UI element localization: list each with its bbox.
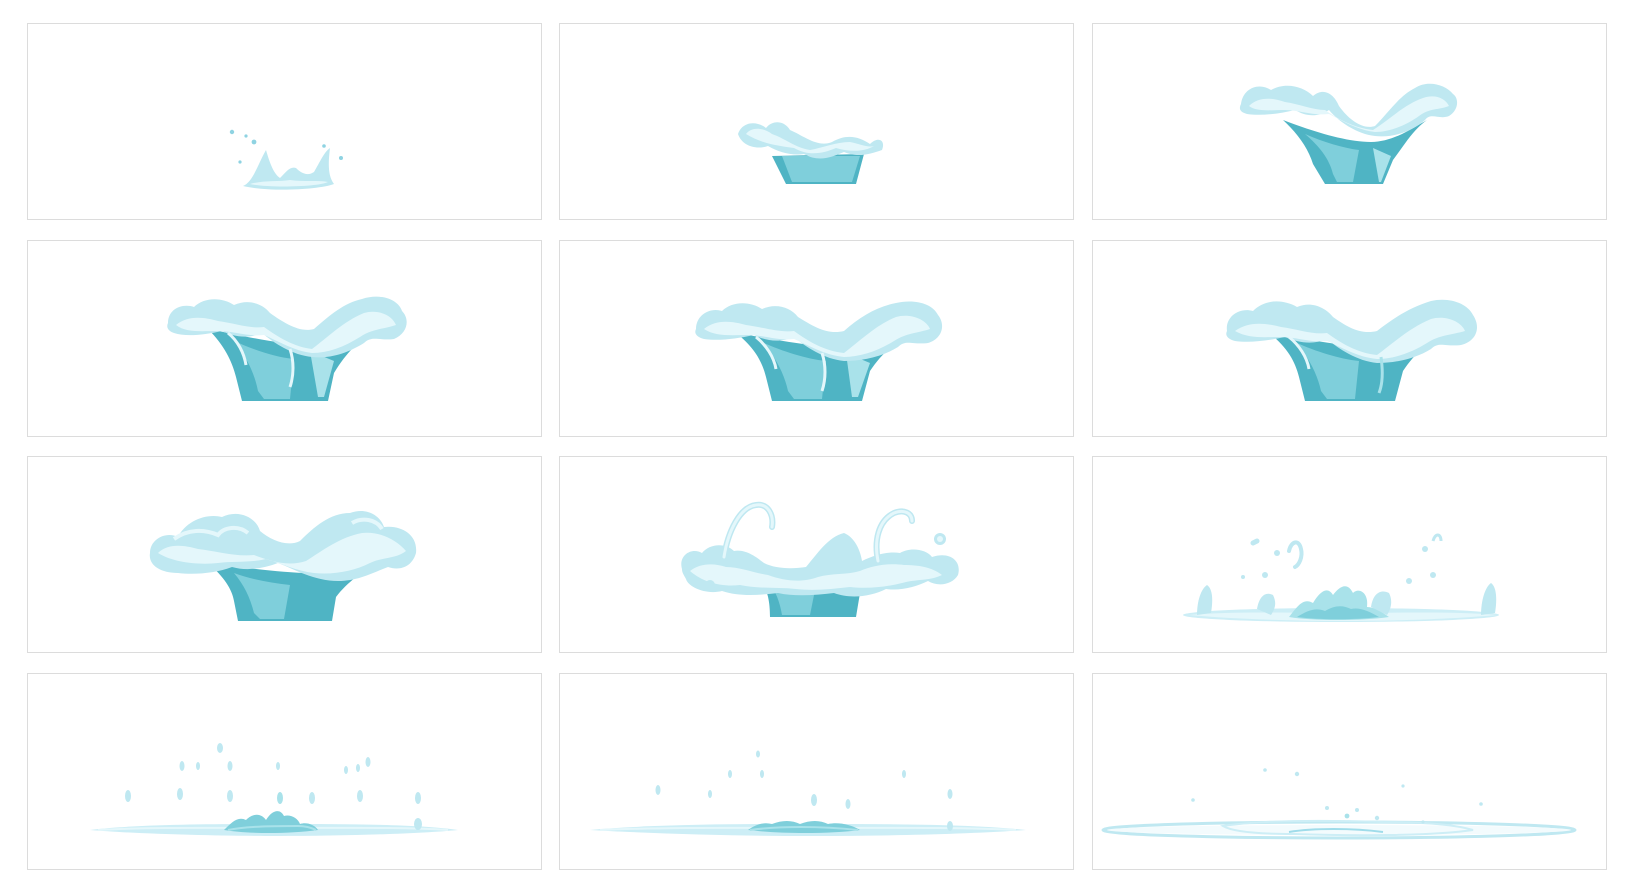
splash-frame-4-icon — [167, 296, 407, 401]
splash-frame-1 — [27, 23, 542, 220]
splash-frame-2 — [559, 23, 1074, 220]
splash-frame-3 — [1092, 23, 1607, 220]
splash-frame-6 — [1092, 240, 1607, 437]
splash-frame-3-icon — [1239, 83, 1458, 184]
splash-frame-10-icon — [90, 743, 458, 836]
splash-frame-7 — [27, 456, 542, 653]
splash-frame-9-icon — [1183, 533, 1499, 622]
splash-frame-10 — [27, 673, 542, 870]
splash-frame-2-icon — [738, 122, 884, 184]
splash-frame-11 — [559, 673, 1074, 870]
splash-frame-1-icon — [229, 129, 343, 190]
splash-frame-8 — [559, 456, 1074, 653]
splash-frame-4 — [27, 240, 542, 437]
splash-frame-12 — [1092, 673, 1607, 870]
splash-frame-5-icon — [695, 301, 943, 401]
splash-frame-9 — [1092, 456, 1607, 653]
splash-frame-8-icon — [681, 501, 959, 617]
splash-frame-5 — [559, 240, 1074, 437]
splash-frame-11-icon — [590, 750, 1026, 836]
splash-frame-12-icon — [1101, 768, 1577, 840]
splash-frame-6-icon — [1226, 299, 1477, 401]
splash-frame-7-icon — [149, 510, 417, 621]
